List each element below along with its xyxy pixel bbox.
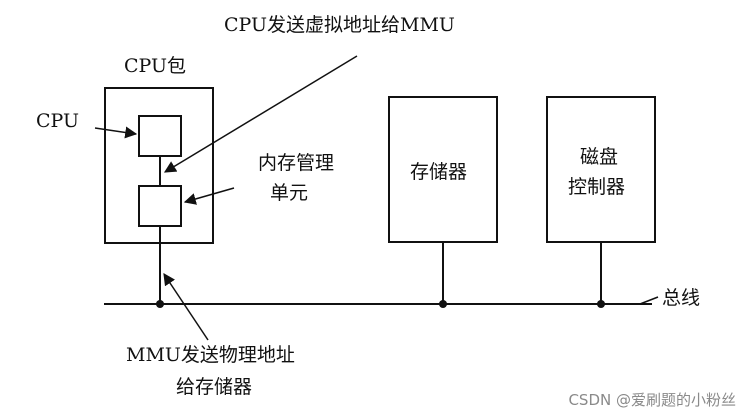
disk-controller-box <box>546 96 656 243</box>
bus-junction-cpu <box>156 300 164 308</box>
mmu-box <box>138 185 182 227</box>
mmu-pointer-arrow <box>183 187 235 205</box>
physical-address-arrow <box>163 273 209 341</box>
physical-address-annotation-line2: 给存储器 <box>176 376 253 398</box>
cpu-box <box>138 115 182 157</box>
cpu-pointer-arrow <box>94 126 138 139</box>
cpu-label: CPU <box>36 110 80 132</box>
mmu-label-line2: 单元 <box>270 182 309 204</box>
bus-junction-disk <box>597 300 605 308</box>
bus-label-pointer <box>639 296 659 305</box>
mmu-label-line1: 内存管理 <box>258 152 335 174</box>
bus-label: 总线 <box>662 287 701 309</box>
virtual-address-arrow <box>163 55 358 173</box>
csdn-watermark: CSDN @爱刷题的小粉丝 <box>568 391 736 409</box>
bus-junction-memory <box>439 300 447 308</box>
disk-label-line2: 控制器 <box>568 176 626 198</box>
cpu-package-label: CPU包 <box>124 55 187 77</box>
virtual-address-annotation: CPU发送虚拟地址给MMU <box>224 14 455 36</box>
memory-label: 存储器 <box>410 161 468 183</box>
disk-label-line1: 磁盘 <box>580 146 619 168</box>
physical-address-annotation-line1: MMU发送物理地址 <box>126 344 295 366</box>
